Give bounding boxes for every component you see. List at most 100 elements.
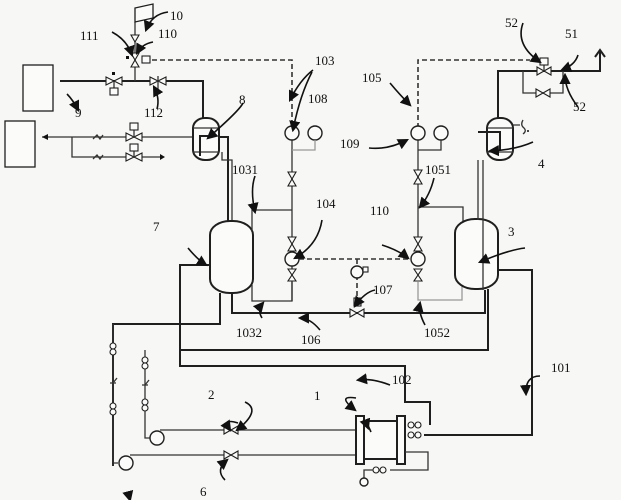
line-pump6-riser xyxy=(112,324,118,464)
instrument-109-b[interactable] xyxy=(433,125,449,141)
valve-feed-lower[interactable] xyxy=(125,143,143,162)
instrument-107-tag xyxy=(362,266,369,273)
valve-1051[interactable] xyxy=(413,169,423,185)
filter-left-lower xyxy=(109,402,117,416)
label-104: 104 xyxy=(316,196,336,211)
label-106: 106 xyxy=(301,332,321,347)
instrument-109[interactable] xyxy=(410,125,426,141)
vessel-7 xyxy=(209,220,254,294)
label-105: 105 xyxy=(362,70,382,85)
label-7: 7 xyxy=(153,219,160,234)
label-3: 3 xyxy=(508,224,515,239)
valve-107[interactable] xyxy=(349,308,365,318)
drain-instrument[interactable] xyxy=(359,477,369,487)
line-1031 xyxy=(251,209,292,231)
label-1051: 1051 xyxy=(425,162,451,177)
check-valve-112[interactable] xyxy=(149,76,167,90)
pump-6[interactable] xyxy=(118,455,134,471)
label-52-top: 52 xyxy=(505,15,518,30)
line-7-side xyxy=(179,264,431,425)
valve-1031[interactable] xyxy=(287,171,297,187)
label-110-top: 110 xyxy=(158,26,177,41)
valve-actuator-icon xyxy=(141,55,151,64)
arrow-in-icon xyxy=(42,134,48,140)
coupling-101 xyxy=(407,431,422,439)
separator-8 xyxy=(192,117,220,161)
signal-line-103 xyxy=(152,59,293,128)
signal-line-105 xyxy=(417,59,530,128)
line-1052 xyxy=(417,282,463,301)
instrument-110[interactable] xyxy=(410,251,426,267)
line-7-bottom-left xyxy=(112,293,221,466)
instrument-108[interactable] xyxy=(284,125,300,141)
label-1052: 1052 xyxy=(424,325,450,340)
control-valve-51[interactable] xyxy=(536,57,552,76)
label-8: 8 xyxy=(239,92,246,107)
label-111: 111 xyxy=(80,28,99,43)
line-101 xyxy=(424,269,533,436)
external-unit-bottom xyxy=(4,120,36,168)
line-8-down xyxy=(221,152,233,226)
drain-line xyxy=(363,469,373,478)
line-1051 xyxy=(418,206,464,222)
line-8-to-7 xyxy=(219,136,229,226)
vent-arrow-icon xyxy=(594,48,606,58)
line-1032 xyxy=(251,282,293,302)
label-1: 1 xyxy=(314,388,321,403)
separator-4-internal xyxy=(478,131,501,150)
valve-111[interactable] xyxy=(105,72,123,96)
instrument-107-indicator[interactable] xyxy=(350,265,364,279)
relief-valve-icon xyxy=(142,379,150,386)
label-6: 6 xyxy=(200,484,207,499)
label-52-bottom: 52 xyxy=(573,99,586,114)
label-102: 102 xyxy=(392,372,412,387)
label-108: 108 xyxy=(308,91,328,106)
filter-mid-upper xyxy=(141,356,149,370)
valve-104-lower[interactable] xyxy=(286,268,298,282)
instrument-104[interactable] xyxy=(284,251,300,267)
label-1031: 1031 xyxy=(232,162,258,177)
arrow-out-icon xyxy=(160,154,165,160)
valve-feed-upper[interactable] xyxy=(125,122,143,142)
label-101: 101 xyxy=(551,360,571,375)
label-9: 9 xyxy=(75,105,82,120)
label-4: 4 xyxy=(538,156,545,171)
vent-flag-icon xyxy=(134,3,154,23)
indicator-dot-icon xyxy=(126,56,129,59)
valve-2[interactable] xyxy=(223,425,239,435)
feed-line-lower xyxy=(71,137,160,158)
label-109: 109 xyxy=(340,136,360,151)
flame-arrestor-icon xyxy=(130,34,140,44)
label-2: 2 xyxy=(208,387,215,402)
separator-8-internal xyxy=(199,135,208,156)
pump-2[interactable] xyxy=(149,430,165,446)
line-3-bottom xyxy=(180,289,489,351)
label-112: 112 xyxy=(144,105,163,120)
flex-joint-icon xyxy=(92,154,104,161)
valve-104-upper[interactable] xyxy=(287,236,297,252)
coupling-drain xyxy=(372,466,387,474)
heat-exchanger-1 xyxy=(355,415,406,465)
filter-left-upper xyxy=(109,342,117,356)
label-110-mid: 110 xyxy=(370,203,389,218)
label-51: 51 xyxy=(565,26,578,41)
instrument-108-b[interactable] xyxy=(307,125,323,141)
line-1-return xyxy=(390,451,429,471)
sensor-symbol-icon xyxy=(513,119,526,135)
flex-joint-icon xyxy=(92,134,104,141)
bypass-valve-52[interactable] xyxy=(535,88,551,98)
coupling-102 xyxy=(407,421,422,429)
label-10: 10 xyxy=(170,8,183,23)
label-103: 103 xyxy=(315,53,335,68)
label-107: 107 xyxy=(373,282,393,297)
valve-110-lower[interactable] xyxy=(412,268,424,282)
label-1032: 1032 xyxy=(236,325,262,340)
valve-6[interactable] xyxy=(223,450,239,460)
valve-110-upper[interactable] xyxy=(413,236,423,252)
external-unit-top xyxy=(22,64,54,112)
bypass-line-52 xyxy=(522,71,564,94)
control-valve-110-icon[interactable] xyxy=(130,52,140,68)
vessel-3 xyxy=(454,218,499,290)
line-pump2-riser xyxy=(144,350,150,439)
